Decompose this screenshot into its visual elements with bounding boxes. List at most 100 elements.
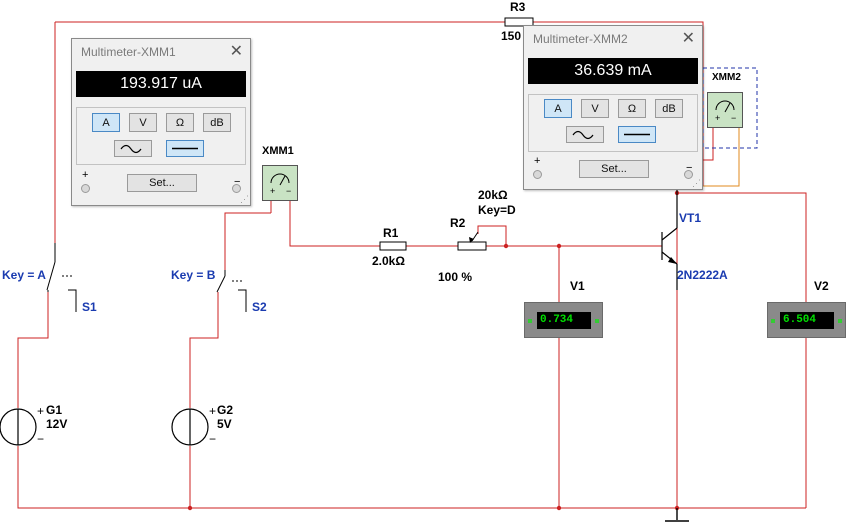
minus-terminal[interactable]: [232, 184, 241, 193]
r2-value: 20kΩ: [478, 188, 508, 202]
wire-bottom-rail: [17, 446, 806, 509]
svg-text:−: −: [286, 186, 291, 196]
multimeter-xmm2-window[interactable]: Multimeter-XMM2 ✕ 36.639 mA A V Ω dB + S…: [523, 25, 703, 190]
svg-text:+: +: [715, 113, 720, 123]
resistor-r1: [379, 241, 407, 251]
ohmmeter-mode-button[interactable]: Ω: [166, 113, 194, 132]
ac-wave-button[interactable]: [566, 126, 604, 143]
plus-terminal-label: +: [534, 155, 541, 167]
voltmeter-mode-button[interactable]: V: [129, 113, 157, 132]
potentiometer-r2: [457, 231, 487, 251]
v1-left-terminal: [528, 319, 532, 323]
transistor-vt1: [661, 186, 678, 290]
resistor-r3: [504, 17, 534, 27]
dc-wave-button[interactable]: [166, 140, 204, 157]
dc-line-icon: [172, 147, 198, 150]
v2-reading: 6.504: [780, 312, 834, 329]
meter-gauge-icon: + −: [715, 100, 736, 123]
voltmeter-v2[interactable]: 6.504: [767, 302, 846, 338]
decibel-mode-button[interactable]: dB: [203, 113, 231, 132]
source-g2: [171, 408, 209, 446]
close-icon[interactable]: ✕: [229, 41, 243, 60]
xmm2-component[interactable]: + −: [707, 92, 743, 128]
close-icon[interactable]: ✕: [681, 28, 695, 47]
g2-minus: −: [209, 432, 217, 446]
plus-terminal[interactable]: [533, 170, 542, 179]
sine-wave-icon: [572, 130, 594, 140]
v2-right-terminal: [838, 319, 842, 323]
g1-value: 12V: [46, 417, 68, 431]
voltmeter-v1[interactable]: 0.734: [524, 302, 603, 338]
plus-terminal[interactable]: [81, 184, 90, 193]
wire-s2-to-g2: [189, 292, 219, 408]
sine-wave-icon: [120, 144, 142, 154]
wires: [17, 21, 807, 509]
r2-key: Key=D: [478, 203, 516, 217]
vt1-name: VT1: [679, 211, 702, 225]
set-button[interactable]: Set...: [127, 174, 197, 192]
voltmeter-mode-button[interactable]: V: [581, 99, 609, 118]
g1-plus: +: [37, 404, 45, 418]
switch-s2: [216, 270, 247, 312]
v2-left-terminal: [771, 319, 775, 323]
s2-label: S2: [252, 300, 267, 314]
v1-right-terminal: [595, 319, 599, 323]
resize-grip-icon[interactable]: ⋰: [240, 194, 249, 204]
mode-group: [528, 94, 698, 152]
multimeter-xmm1-title: Multimeter-XMM1: [81, 45, 176, 59]
r2-name: R2: [450, 216, 466, 230]
v1-name: V1: [570, 279, 585, 293]
wire-s1-to-g1: [17, 292, 49, 408]
dc-line-icon: [624, 133, 650, 136]
svg-text:−: −: [731, 113, 736, 123]
meter-gauge-icon: + −: [270, 173, 291, 196]
xmm2-label: XMM2: [712, 72, 741, 83]
dc-wave-button[interactable]: [618, 126, 656, 143]
ohmmeter-mode-button[interactable]: Ω: [618, 99, 646, 118]
multimeter-xmm1-reading: 193.917 uA: [76, 71, 246, 97]
ammeter-mode-button[interactable]: A: [544, 99, 572, 118]
resize-grip-icon[interactable]: ⋰: [692, 178, 701, 188]
multimeter-xmm1-window[interactable]: Multimeter-XMM1 ✕ 193.917 uA A V Ω dB + …: [71, 38, 251, 206]
multimeter-xmm2-reading: 36.639 mA: [528, 58, 698, 84]
xmm1-component[interactable]: + −: [262, 165, 298, 201]
ammeter-mode-button[interactable]: A: [92, 113, 120, 132]
key-b-label: Key = B: [171, 268, 216, 282]
xmm1-label: XMM1: [262, 145, 294, 157]
ground-symbol: [665, 508, 689, 522]
source-g1: [0, 408, 37, 446]
minus-terminal-label: −: [686, 162, 693, 174]
decibel-mode-button[interactable]: dB: [655, 99, 683, 118]
g2-name: G2: [217, 403, 234, 417]
v1-reading: 0.734: [537, 312, 591, 329]
r3-value: 150: [501, 29, 522, 43]
r1-name: R1: [383, 226, 399, 240]
wire-r2-wiper: [477, 225, 507, 246]
wire-v2: [677, 192, 807, 508]
s1-label: S1: [82, 300, 97, 314]
g1-name: G1: [46, 403, 63, 417]
xmm2-leads: [702, 127, 740, 187]
plus-terminal-label: +: [82, 169, 89, 181]
r3-name: R3: [510, 0, 526, 14]
minus-terminal-label: −: [234, 176, 241, 188]
v2-name: V2: [814, 279, 829, 293]
svg-text:+: +: [270, 186, 275, 196]
switch-s1: [46, 243, 77, 312]
g2-plus: +: [209, 404, 217, 418]
minus-terminal[interactable]: [684, 170, 693, 179]
mode-group: [76, 107, 246, 165]
multimeter-xmm2-title: Multimeter-XMM2: [533, 32, 628, 46]
vt1-model: 2N2222A: [677, 268, 728, 282]
g1-minus: −: [37, 432, 45, 446]
g2-value: 5V: [217, 417, 232, 431]
ac-wave-button[interactable]: [114, 140, 152, 157]
wire-xmm1-to-r1: [289, 198, 380, 247]
key-a-label: Key = A: [2, 268, 46, 282]
set-button[interactable]: Set...: [579, 160, 649, 178]
junctions: [187, 190, 680, 511]
xmm2-selection-box: [702, 67, 758, 149]
r1-value: 2.0kΩ: [372, 254, 405, 268]
